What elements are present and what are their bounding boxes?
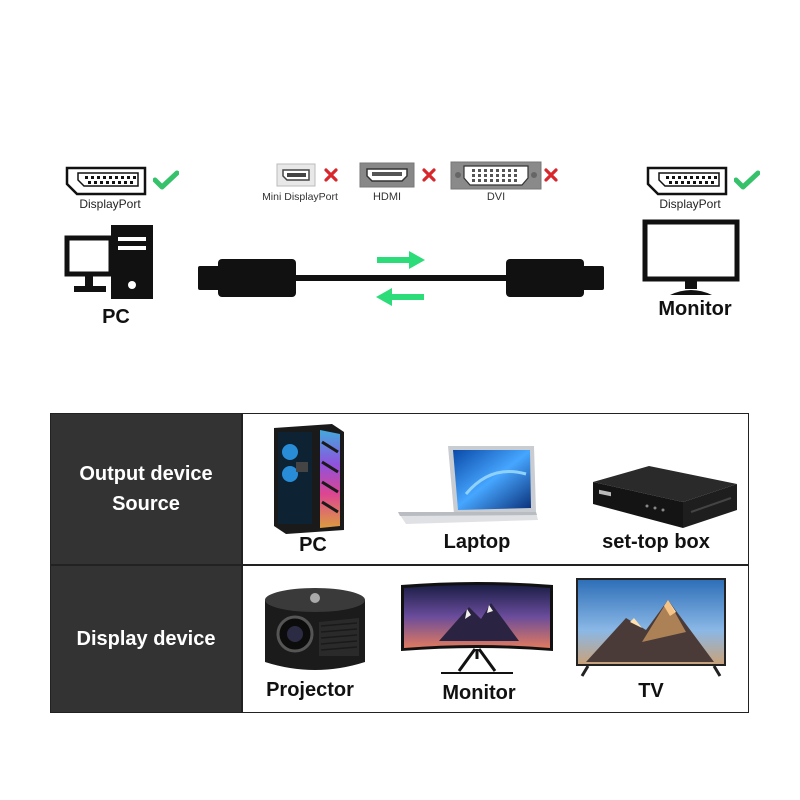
monitor-icon (642, 219, 740, 295)
dvi-connector-icon (450, 161, 542, 190)
arrow-right-icon (377, 251, 425, 269)
cross-icon (544, 168, 558, 182)
displayport-connector-icon (646, 166, 728, 196)
laptop-item-label: Laptop (443, 531, 511, 553)
check-icon (734, 170, 760, 190)
pc-item-label: PC (299, 534, 327, 556)
column-divider (241, 414, 243, 712)
mini-displayport-label: Mini DisplayPort (262, 191, 338, 203)
monitor-item-label: Monitor (442, 682, 516, 704)
set-top-box-item-label: set-top box (602, 531, 710, 553)
displayport-connector-icon (65, 166, 147, 196)
cross-icon (422, 168, 436, 182)
output-device-header: Output device Source (51, 414, 241, 564)
dvi-label: DVI (486, 191, 506, 203)
arrow-left-icon (376, 288, 424, 306)
tv-item-label: TV (638, 680, 664, 702)
hdmi-connector-icon (359, 162, 415, 188)
cross-icon (324, 168, 338, 182)
output-device-header-line2: Source (112, 493, 180, 515)
pc-icon (64, 225, 153, 299)
device-compatibility-table: Output device Source Display device PC (50, 413, 749, 713)
output-device-header-line1: Output device (79, 463, 213, 485)
set-top-box-image (593, 466, 737, 528)
pc-label: PC (102, 306, 130, 328)
row-divider (51, 564, 748, 566)
displayport-label-left: DisplayPort (79, 197, 141, 211)
mini-displayport-connector-icon (276, 163, 316, 187)
display-device-header-text: Display device (76, 627, 216, 650)
laptop-image (398, 446, 538, 524)
tv-image (576, 578, 726, 677)
check-icon (153, 170, 179, 190)
hdmi-label: HDMI (372, 191, 402, 203)
displayport-label-right: DisplayPort (659, 197, 721, 211)
projector-item-label: Projector (266, 679, 354, 701)
projector-image (265, 588, 365, 670)
monitor-label: Monitor (658, 298, 732, 320)
displayport-cable (198, 259, 604, 297)
pc-tower-image (274, 424, 344, 534)
curved-monitor-image (401, 582, 553, 674)
display-device-header: Display device (51, 565, 241, 712)
